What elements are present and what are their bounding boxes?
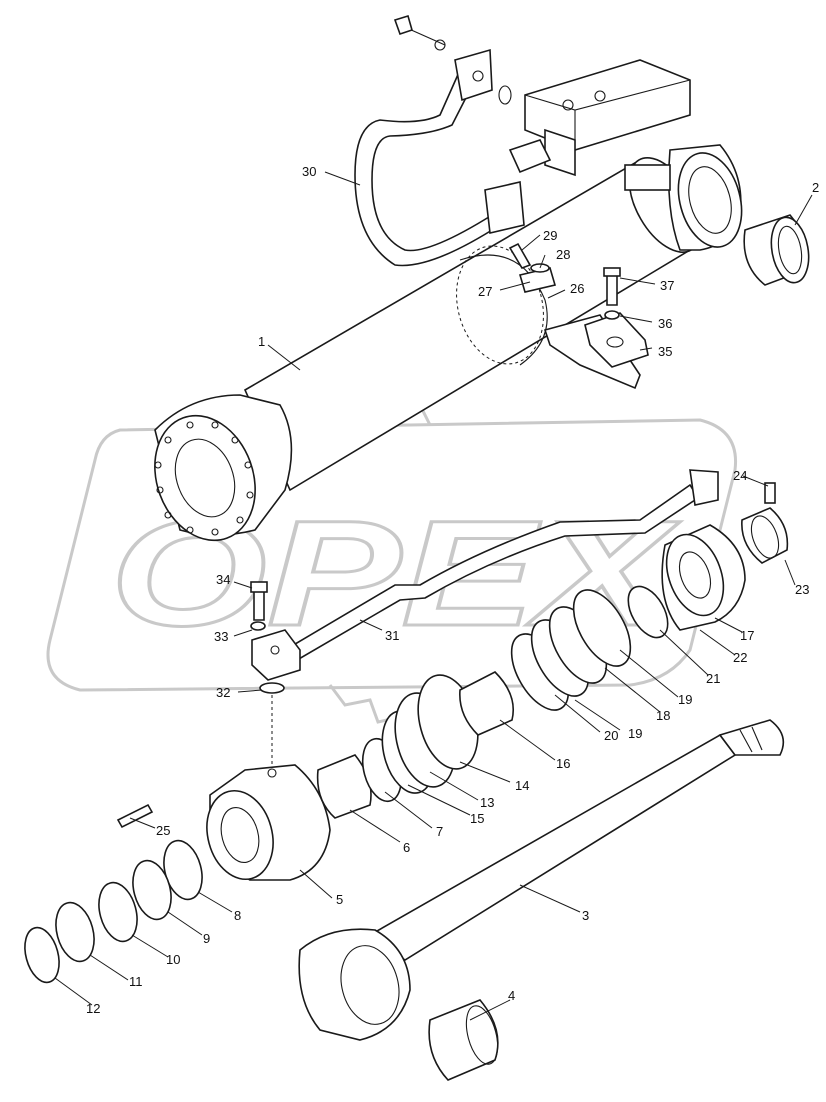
part-36-washer [604,310,620,320]
callout-11: 11 [129,974,143,989]
callout-labels: 1 2 3 4 5 6 7 8 9 10 11 12 13 14 15 16 1… [86,164,819,1016]
part-35-bracket [543,312,649,390]
callout-10: 10 [166,952,180,967]
part-21-ring [627,585,669,639]
callout-22: 22 [733,650,747,665]
part-37-bolt [603,267,621,306]
callout-31: 31 [385,628,399,643]
callout-21: 21 [706,671,720,686]
part-11-ring [55,901,95,963]
callout-20: 20 [604,728,618,743]
callout-27: 27 [478,284,492,299]
part-29-bolt [508,242,532,269]
callout-36: 36 [658,316,672,331]
part-9-ring [132,859,172,921]
part-32-o-ring [259,682,285,765]
callout-24: 24 [733,468,747,483]
valve-block [508,59,691,191]
callout-1: 1 [258,334,265,349]
part-17-piston [661,524,746,631]
callout-23: 23 [795,582,809,597]
callout-6: 6 [403,840,410,855]
callout-30: 30 [302,164,316,179]
callout-34: 34 [216,572,230,587]
callout-8: 8 [234,908,241,923]
callout-19a: 19 [678,692,692,707]
part-25-bolt [116,803,154,829]
part-33-washer [250,621,266,631]
callout-28: 28 [556,247,570,262]
part-24-set-screw [764,482,776,504]
part-30-upper-pipe [354,14,525,267]
callout-2: 2 [812,180,819,195]
callout-19b: 19 [628,726,642,741]
callout-3: 3 [582,908,589,923]
callout-26: 26 [570,281,584,296]
callout-18: 18 [656,708,670,723]
part-5-cylinder-head [206,764,331,881]
part-23-nut [741,507,789,564]
callout-17: 17 [740,628,754,643]
callout-14: 14 [515,778,529,793]
part-16-sleeve [459,671,514,736]
callout-16: 16 [556,756,570,771]
part-31-lower-pipe [251,469,719,681]
callout-32: 32 [216,685,230,700]
callout-33: 33 [214,629,228,644]
callout-7: 7 [436,824,443,839]
part-26-clamp-band [456,245,548,366]
part-4-bushing [428,999,499,1081]
callout-35: 35 [658,344,672,359]
part-34-bolt [250,581,268,621]
part-19-ring-b [572,589,632,667]
part-1-cylinder-barrel [154,144,743,542]
callout-29: 29 [543,228,557,243]
part-2-bushing [743,214,810,286]
part-12-ring [24,926,60,984]
callout-13: 13 [480,795,494,810]
callout-15: 15 [470,811,484,826]
callout-4: 4 [508,988,515,1003]
leader-lines [54,171,813,1021]
callout-5: 5 [336,892,343,907]
callout-9: 9 [203,931,210,946]
callout-37: 37 [660,278,674,293]
callout-12: 12 [86,1001,100,1016]
part-3-piston-rod [298,719,785,1041]
part-10-ring [98,881,138,943]
callout-25: 25 [156,823,170,838]
